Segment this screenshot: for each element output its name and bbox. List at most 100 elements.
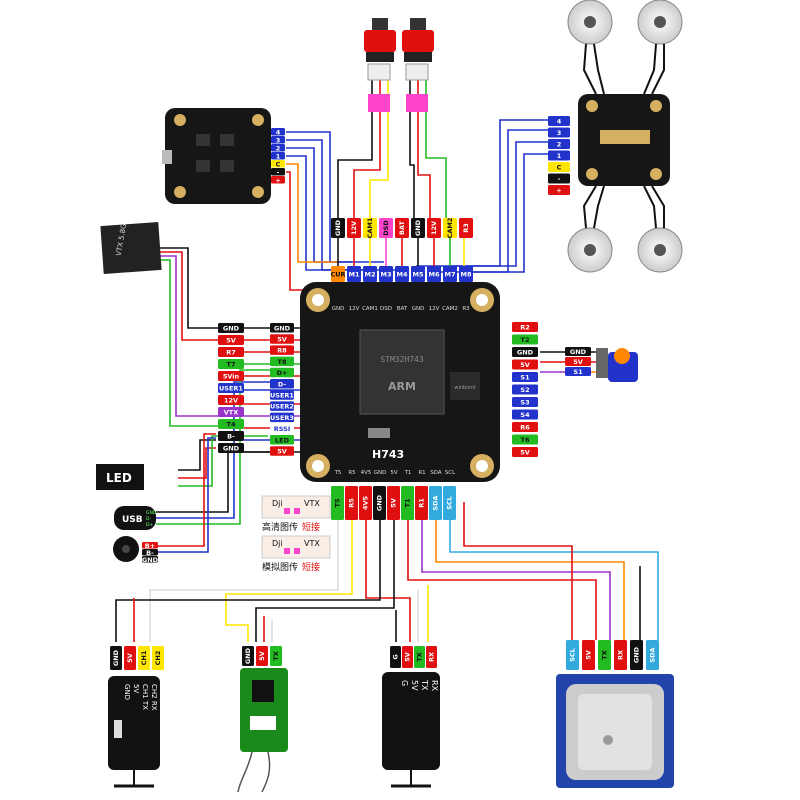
esc-right-pin-4-label: C [557,164,562,172]
rx1-pin-0-label: GND [112,649,120,666]
right-tag-4: S1 [512,372,538,382]
dji-hd-tag: Dji [272,499,283,508]
servo-tag-1: 5V [565,357,591,366]
right-tag-4-label: S1 [520,374,530,382]
fc-top-pad-7: CAM2 [442,306,458,312]
rx3-label-2: 5V [410,680,419,691]
left-tag2-0: GND [270,323,294,333]
fc-top-pad-8: R3 [462,306,470,312]
right-tag-10: 5V [512,447,538,457]
rx2-pin-1-label: 5V [258,651,266,661]
left-tag-9: B- [218,431,244,441]
right-tag-8-label: R6 [520,424,530,432]
cam-tag-0: GND [331,218,345,238]
buzzer-pin-2: GND [142,556,159,564]
rx2-pin-0-label: GND [244,647,252,664]
rx3-pin-1: 5V [402,646,413,668]
bottom-tag-0-label: T5 [334,498,342,507]
left-tag-0: GND [218,323,244,333]
camera-plugs [367,63,429,112]
left-tag-3-label: T7 [227,361,236,369]
fc-name: H743 [372,448,404,461]
esc-left-pin-0-label: 4 [276,128,281,136]
esc-left-pin-5-label: - [277,168,280,176]
right-tag-0-label: R2 [520,324,530,332]
gps-pin-3: RX [614,640,627,670]
led-pin-1: 5V [146,476,153,482]
left-tag2-11: 5V [270,446,294,456]
left-tag2-2-label: R8 [277,347,287,355]
servo-tag-0: GND [565,347,591,356]
right-tag-9: T6 [512,434,538,445]
bottom-tag-2-label: 4V5 [362,495,370,510]
right-tag-10-label: 5V [520,449,530,457]
left-tag-3: T7 [218,359,244,369]
esc-right-pin-1: 3 [548,127,570,138]
right-tag-6-label: S3 [520,399,529,407]
dji-hd-caption: 高清图传 [262,521,298,533]
bottom-tag-7: SDA [429,486,442,520]
rx2-pin-1: 5V [256,646,268,666]
esc-right-pin-4: C [548,162,570,172]
right-tag-1-label: T2 [521,336,530,344]
bottom-tag-4-label: 5V [390,498,398,508]
rx1-label-3: GND [123,684,131,700]
gps-pin-5: SDA [646,640,659,670]
esc-left-board [165,108,271,204]
motor-tag-0: CUR [330,266,346,282]
left-tag2-0-label: GND [274,324,291,332]
right-tag-8: R6 [512,422,538,432]
motor-tag-7-label: M7 [445,271,456,279]
left-tag-1-label: 5V [226,337,236,345]
camera-1 [364,18,396,62]
cam-tag-6-label: 12V [430,221,438,235]
rx2-pin-0: GND [242,646,254,666]
left-tag-0-label: GND [223,325,240,333]
esc-right-pin-1-label: 3 [557,129,562,137]
buzzer-pin-0-label: B+ [145,542,155,550]
motor-tag-3-label: M3 [381,271,392,279]
bottom-tag-3-label: GND [376,494,384,511]
gps-pin-4: GND [630,640,643,670]
motor-tag-4: M4 [395,266,409,282]
left-tag2-4-label: D+ [277,369,288,377]
left-tag-2-label: R7 [226,349,236,357]
gps-pin-2-label: TX [601,650,609,659]
dji-analog-vtx: VTX [304,539,320,548]
motor-tag-2-label: M2 [365,271,376,279]
usb-pin-1: D- [146,516,151,522]
dji-hd-jumper: Dji VTX 高清图传 短接 [261,495,331,533]
bottom-tag-6: R1 [415,486,428,520]
gps-pin-5-label: SDA [649,647,657,662]
servo-tag-2: S1 [565,367,591,376]
mcu-label: STM32H743 [380,355,424,364]
dji-analog-caption: 模拟图传 [262,561,298,573]
right-tag-7: S4 [512,409,538,420]
left-tag-5-label: USER1 [219,385,243,393]
cam-tag-2-label: CAM1 [366,217,374,238]
gps-pin-0-label: SCL [569,648,577,662]
left-tag-8-label: T4 [227,421,236,429]
fc-top-pad-0: GND [332,306,345,312]
fc-bottom-pad-2: 4V5 [361,470,372,476]
flash-label: winbond [454,385,475,391]
bottom-tag-5-label: T1 [404,498,412,507]
servo-tag-1-label: 5V [573,358,583,366]
buzzer-pin-1-label: B- [146,549,154,557]
usb-pin-2: D+ [146,522,153,528]
rx3-label-0: RX [430,680,439,692]
buzzer: B+B-GND [113,536,159,564]
esc-right-pin-6: + [548,185,570,195]
dji-analog-jumper: Dji VTX 模拟图传 短接 [261,535,331,573]
left-tag2-3-label: T8 [278,358,287,366]
fc-top-pad-4: BAT [397,306,408,312]
rx1-pin-2-label: CH1 [140,650,148,665]
